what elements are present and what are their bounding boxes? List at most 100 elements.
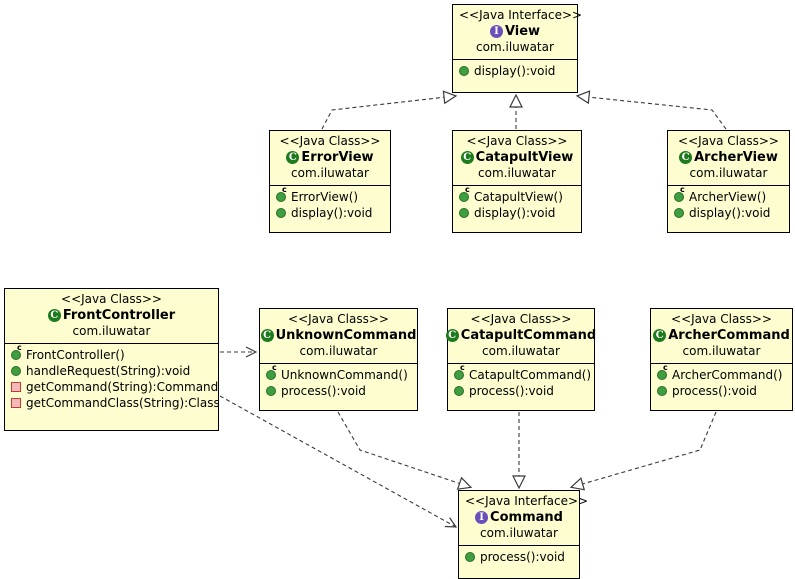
class-icon: C [47,309,61,322]
edge-archercommand-command [572,411,717,487]
uml-node-command[interactable]: <<Java Interface>> I Command com.iluwata… [458,490,589,579]
package-label: com.iluwatar [476,40,554,54]
stereotype-label: <<Java Class>> [470,312,572,326]
type-name-row: C CatapultCommand [445,327,596,344]
member-row[interactable]: process():void [655,383,789,399]
member-label: handleRequest(String):void [26,364,191,378]
node-members-errorview: ErrorView() display():void [270,186,390,224]
member-label: FrontController() [26,348,125,362]
member-label: display():void [689,206,771,220]
member-row[interactable]: CatapultCommand() [452,364,591,383]
member-row[interactable]: getCommandClass(String):Class [9,395,220,411]
member-label: getCommand(String):Command [26,380,219,394]
node-members-archercommand: ArcherCommand() process():void [651,364,792,402]
stereotype-label: <<Java Class>> [678,134,779,148]
public-method-icon [276,208,286,218]
type-name-row: C FrontController [11,307,212,324]
member-row[interactable]: display():void [457,63,574,79]
type-name-row: C ArcherView [674,149,783,166]
uml-node-view[interactable]: <<Java Interface>> I View com.iluwatar d… [452,4,582,93]
constructor-icon [657,364,668,380]
class-icon: C [679,151,693,164]
node-members-frontcontroller: FrontController() handleRequest(String):… [5,344,220,414]
member-label: process():void [469,384,554,398]
edge-unknowncommand-command [337,411,470,487]
node-header-frontcontroller: <<Java Class>> C FrontController com.ilu… [5,289,218,344]
member-label: display():void [474,64,556,78]
uml-node-archercommand[interactable]: <<Java Class>> C ArcherCommand com.iluwa… [650,308,793,411]
package-label: com.iluwatar [480,526,558,540]
type-name-row: C ErrorView [276,149,384,166]
uml-node-catapultcommand[interactable]: <<Java Class>> C CatapultCommand com.ilu… [445,308,596,411]
node-members-unknowncommand: UnknownCommand() process():void [260,364,417,402]
member-label: display():void [474,206,556,220]
member-row[interactable]: handleRequest(String):void [9,363,215,379]
member-row[interactable]: ArcherView() [672,186,786,205]
member-row[interactable]: FrontController() [9,344,215,363]
node-header-unknowncommand: <<Java Class>> C UnknownCommand com.iluw… [260,309,417,364]
member-label: getCommandClass(String):Class [26,396,220,410]
member-row[interactable]: process():void [264,383,414,399]
member-row[interactable]: CatapultView() [457,186,578,205]
public-method-icon [459,208,469,218]
package-label: com.iluwatar [682,344,761,358]
uml-node-frontcontroller[interactable]: <<Java Class>> C FrontController com.ilu… [4,288,220,431]
node-header-command: <<Java Interface>> I Command com.iluwata… [459,491,589,546]
type-name: Command [490,510,563,525]
member-label: process():void [672,384,757,398]
member-row[interactable]: UnknownCommand() [264,364,414,383]
uml-node-unknowncommand[interactable]: <<Java Class>> C UnknownCommand com.iluw… [259,308,418,411]
type-name: ArcherCommand [668,328,790,343]
member-row[interactable]: getCommand(String):Command [9,379,219,395]
package-label: com.iluwatar [689,166,768,180]
public-method-icon [657,386,667,396]
member-label: ArcherCommand() [672,368,783,382]
uml-node-errorview[interactable]: <<Java Class>> C ErrorView com.iluwatar … [269,130,391,233]
interface-icon: I [489,25,503,38]
class-icon: C [445,329,459,342]
type-name-row: I View [459,23,571,40]
member-row[interactable]: ArcherCommand() [655,364,789,383]
node-header-archerview: <<Java Class>> C ArcherView com.iluwatar [668,131,789,186]
stereotype-label: <<Java Class>> [61,292,162,306]
public-method-icon [266,386,276,396]
member-row[interactable]: process():void [463,549,576,565]
public-method-icon [465,552,475,562]
package-label: com.iluwatar [482,344,560,358]
member-label: process():void [281,384,366,398]
public-method-icon [674,208,684,218]
type-name: FrontController [62,308,176,323]
type-name-row: I Command [465,509,573,526]
node-members-catapultview: CatapultView() display():void [453,186,581,224]
member-label: UnknownCommand() [281,368,408,382]
member-row[interactable]: display():void [274,205,387,221]
node-header-catapultview: <<Java Class>> C CatapultView com.iluwat… [453,131,581,186]
uml-node-archerview[interactable]: <<Java Class>> C ArcherView com.iluwatar… [667,130,790,233]
public-method-icon [11,366,21,376]
stereotype-label: <<Java Interface>> [465,494,589,508]
member-row[interactable]: process():void [452,383,591,399]
type-name-row: C UnknownCommand [260,327,416,344]
edge-archerview-view [578,96,727,130]
node-members-archerview: ArcherView() display():void [668,186,789,224]
stereotype-label: <<Java Class>> [288,312,389,326]
member-row[interactable]: ErrorView() [274,186,387,205]
member-row[interactable]: display():void [672,205,786,221]
node-members-view: display():void [453,60,577,82]
node-header-catapultcommand: <<Java Class>> C CatapultCommand com.ilu… [445,309,596,364]
node-members-catapultcommand: CatapultCommand() process():void [448,364,594,402]
member-label: display():void [291,206,373,220]
constructor-icon [459,186,470,202]
constructor-icon [674,186,685,202]
uml-node-catapultview[interactable]: <<Java Class>> C CatapultView com.iluwat… [452,130,582,233]
package-label: com.iluwatar [478,166,556,180]
type-name-row: C CatapultView [459,149,575,166]
type-name: View [504,24,541,39]
package-label: com.iluwatar [299,344,378,358]
member-row[interactable]: display():void [457,205,578,221]
node-members-command: process():void [459,546,579,568]
private-method-icon [11,382,21,392]
type-name-row: C ArcherCommand [653,327,790,344]
package-label: com.iluwatar [291,166,369,180]
constructor-icon [11,344,22,360]
